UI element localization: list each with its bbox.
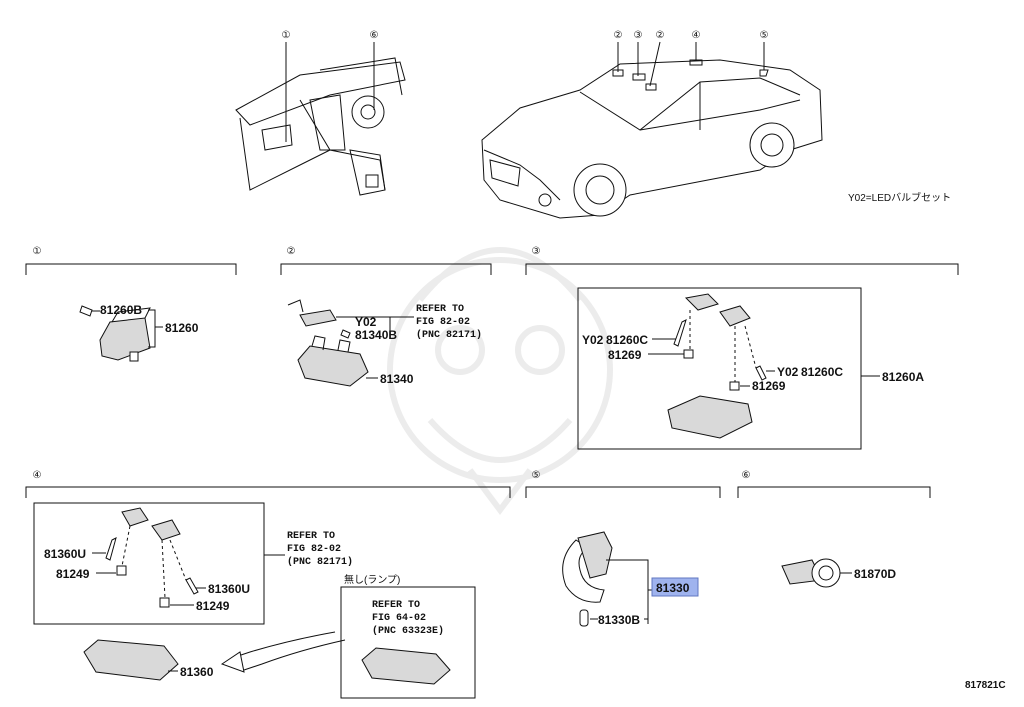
section-4-number: ④ <box>33 470 42 481</box>
section-3-frame <box>577 287 862 450</box>
arrow-head <box>220 651 245 673</box>
part-81260B[interactable]: 81260B <box>100 303 142 317</box>
cabin-illustration: ① ⑥ <box>235 30 406 196</box>
part-81340[interactable]: 81340 <box>380 372 414 386</box>
diagram-code: 817821C <box>965 680 1006 691</box>
label-y02-2: Y02 <box>355 315 377 329</box>
part-81330B[interactable]: 81330B <box>598 613 640 627</box>
part-81330-drawing <box>562 531 613 627</box>
part-81260C-right[interactable]: 81260C <box>801 365 843 379</box>
label-y02-3-left: Y02 <box>582 333 604 347</box>
part-81249-right[interactable]: 81249 <box>196 599 230 613</box>
no-lamp-frame <box>340 586 476 699</box>
part-81870D[interactable]: 81870D <box>854 567 896 581</box>
arrow-curve <box>231 631 336 659</box>
callout-circle-2a: ② <box>614 30 623 41</box>
section-2-number: ② <box>287 246 296 257</box>
part-81269-left[interactable]: 81269 <box>608 348 642 362</box>
part-81260-drawing <box>99 307 151 362</box>
part-81360U-right[interactable]: 81360U <box>208 582 250 596</box>
section-3-number: ③ <box>532 246 541 257</box>
part-81360U-left[interactable]: 81360U <box>44 547 86 561</box>
callout-circle-6: ⑥ <box>370 30 379 41</box>
part-81360-drawing <box>83 507 199 681</box>
section-1-number: ① <box>33 246 42 257</box>
refer-4b-line2[interactable]: FIG 64-02 <box>372 613 426 624</box>
section-5: ⑤ 81330 81330B <box>525 470 721 627</box>
section-4: ④ 81360U 81249 81360U 81249 REFER TO FIG… <box>25 470 511 699</box>
part-81330[interactable]: 81330 <box>656 581 690 595</box>
part-81260[interactable]: 81260 <box>165 321 199 335</box>
section-3: ③ Y02 81260C 81269 Y02 81260C 81269 8126… <box>525 246 959 450</box>
callout-circle-1: ① <box>282 30 291 41</box>
part-81870D-drawing <box>781 558 841 588</box>
section-4-frame <box>33 502 265 625</box>
section-2: ② Y02 81340B REFER TO FIG 82-02 (PNC 821… <box>280 246 492 387</box>
part-81340B[interactable]: 81340B <box>355 328 397 342</box>
section-6-number: ⑥ <box>742 470 751 481</box>
callout-circle-5: ⑤ <box>760 30 769 41</box>
lamp-drawing <box>361 647 451 685</box>
callout-circle-4: ④ <box>692 30 701 41</box>
no-lamp-label: 無し(ランプ) <box>344 573 400 586</box>
watermark-emblem <box>387 247 613 515</box>
led-note: Y02=LEDバルブセット <box>848 191 951 204</box>
part-81260A-drawing <box>667 293 767 439</box>
part-81269-right[interactable]: 81269 <box>752 379 786 393</box>
part-81340-drawing <box>287 299 369 387</box>
callout-circle-3: ③ <box>634 30 643 41</box>
part-81260A[interactable]: 81260A <box>882 370 924 384</box>
refer-4-line3: (PNC 82171) <box>287 556 353 568</box>
refer-4-line1: REFER TO <box>287 531 335 542</box>
section-5-number: ⑤ <box>532 470 541 481</box>
part-81360[interactable]: 81360 <box>180 665 214 679</box>
section-1: ① 81260B 81260 <box>25 246 237 362</box>
refer-2-line2[interactable]: FIG 82-02 <box>416 317 470 328</box>
callout-circle-2b: ② <box>656 30 665 41</box>
refer-4b-line3: (PNC 63323E) <box>372 625 444 637</box>
refer-2-line1: REFER TO <box>416 304 464 315</box>
part-81260C-left[interactable]: 81260C <box>606 333 648 347</box>
refer-4b-line1: REFER TO <box>372 600 420 611</box>
part-81249-left[interactable]: 81249 <box>56 567 90 581</box>
car-illustration: ② ③ ② ④ ⑤ <box>481 30 823 219</box>
part-81330-highlight <box>651 577 699 597</box>
section-6: ⑥ 81870D <box>737 470 931 588</box>
refer-2-line3: (PNC 82171) <box>416 329 482 341</box>
label-y02-3-right: Y02 <box>777 365 799 379</box>
refer-4-line2[interactable]: FIG 82-02 <box>287 544 341 555</box>
